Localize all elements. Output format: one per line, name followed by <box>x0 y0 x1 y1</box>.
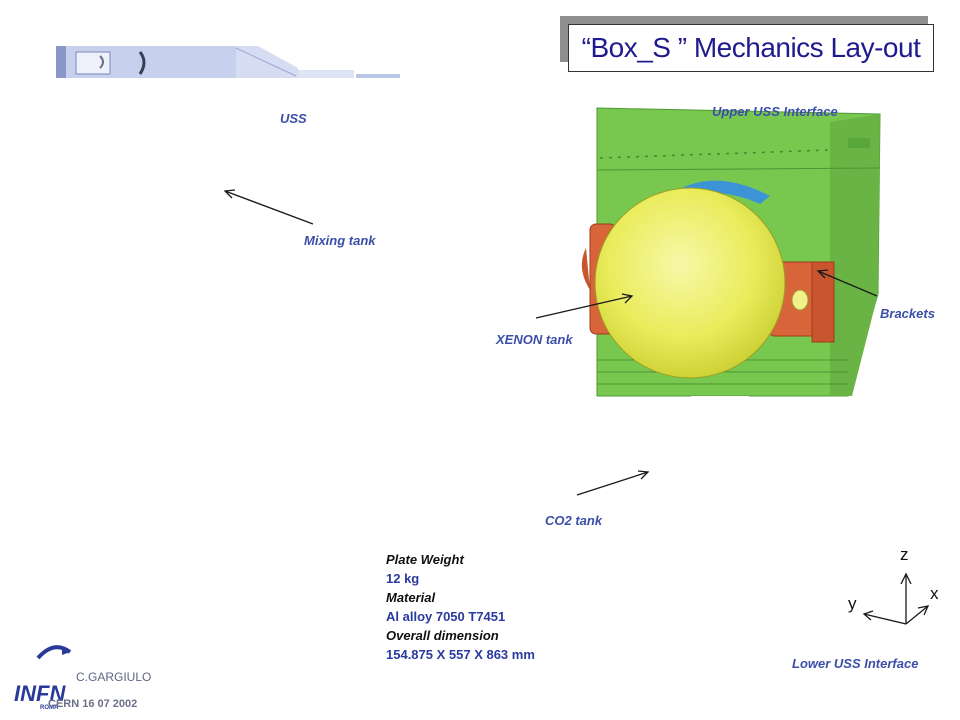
page-title: “Box_S ” Mechanics Lay-out <box>568 24 934 72</box>
axis-y-label: y <box>848 594 857 613</box>
infn-logo: INFN ROMA <box>14 645 72 711</box>
xenon-tank-sphere <box>594 187 786 379</box>
plate-weight-value: 12 kg <box>386 571 420 586</box>
spec-block: Plate Weight 12 kg Material Al alloy 705… <box>386 550 535 664</box>
material-label: Material <box>386 590 436 605</box>
logo-text: INFN <box>14 681 66 706</box>
co2-tank-shape <box>682 180 770 204</box>
right-bracket <box>769 261 835 343</box>
axis-x-label: x <box>930 584 939 603</box>
leader-arrows <box>223 189 878 496</box>
dimension-value: 154.875 X 557 X 863 mm <box>386 647 535 662</box>
label-uss: USS <box>280 111 307 126</box>
logo-sub: ROMA <box>40 705 59 711</box>
label-upper-uss-interface: Upper USS Interface <box>712 104 838 119</box>
label-xenon-tank: XENON tank <box>496 332 573 347</box>
author-credit: C.GARGIULO <box>76 670 152 684</box>
label-co2-tank: CO2 tank <box>545 513 603 528</box>
plate-weight-label: Plate Weight <box>386 552 464 567</box>
place-date: CERN 16 07 2002 <box>48 698 138 710</box>
label-brackets: Brackets <box>880 306 935 321</box>
label-lower-uss-interface: Lower USS Interface <box>792 656 919 671</box>
axis-z-label: z <box>900 545 909 564</box>
uss-structure-image <box>56 46 400 78</box>
label-mixing-tank: Mixing tank <box>304 233 376 248</box>
axis-triad <box>862 572 930 625</box>
material-value: Al alloy 7050 T7451 <box>386 609 506 624</box>
dimension-label: Overall dimension <box>386 628 499 643</box>
